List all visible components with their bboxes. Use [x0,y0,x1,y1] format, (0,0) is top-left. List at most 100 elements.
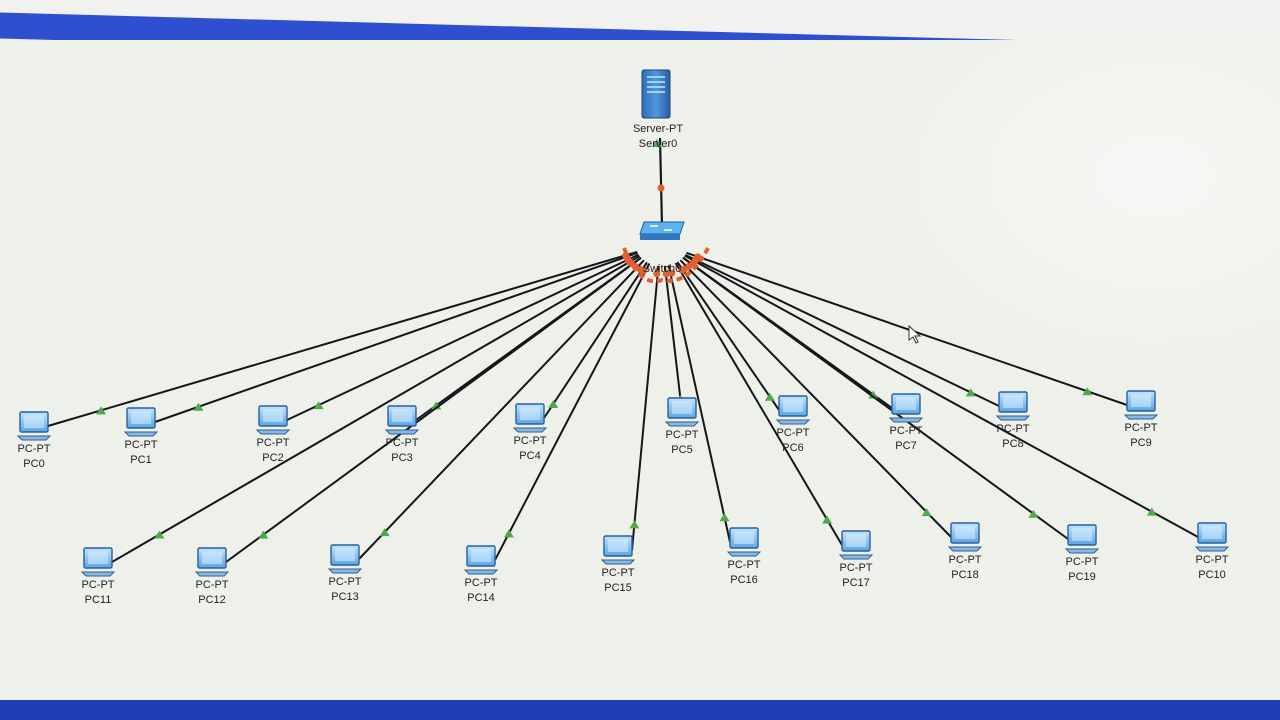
pc-base [194,571,230,577]
links-layer [47,137,1199,563]
link-pc16 [667,265,731,543]
link-status-dot [657,184,665,192]
server-device[interactable] [641,69,671,119]
link-pc1 [154,251,638,423]
pc-screen [202,551,222,564]
pc-device-pc18[interactable] [947,522,983,552]
pc-screen [896,397,916,410]
pc-name: PC3 [391,452,412,464]
pc-screen [520,407,540,420]
link-status-triangle [921,508,932,517]
link-status-dot [662,270,670,278]
link-status-dot [678,266,686,274]
server-name: Server0 [639,138,678,150]
link-status-triangle [764,392,775,401]
pc-device-pc19[interactable] [1064,524,1100,554]
pc-base [1194,546,1230,552]
pc-screen [24,415,44,428]
pc-base [384,429,420,435]
pc-type: PC-PT [666,429,699,441]
pc-name: PC11 [85,594,112,606]
pc-device-pc15[interactable] [600,535,636,565]
pc-device-pc2[interactable] [255,405,291,435]
link-pc11 [111,255,641,563]
server-drive-bay [647,76,665,78]
pc-type: PC-PT [997,423,1030,435]
pc-base [123,431,159,437]
pc-device-pc14[interactable] [463,545,499,575]
pc-name: PC2 [262,452,283,464]
pc-type: PC-PT [514,435,547,447]
pc-device-pc10[interactable] [1194,522,1230,552]
link-status-triangle [503,529,514,538]
pc-type: PC-PT [1125,422,1158,434]
link-pc13 [358,259,645,560]
pc-device-pc3[interactable] [384,405,420,435]
pc-screen [955,526,975,539]
pc-device-pc8[interactable] [995,391,1031,421]
pc-device-pc16[interactable] [726,527,762,557]
link-status-triangle [629,520,640,529]
link-status-triangle [652,139,662,147]
pc-device-pc4[interactable] [512,403,548,433]
link-pc8 [684,253,1000,407]
pc-base [1123,414,1159,420]
pc-type: PC-PT [890,425,923,437]
pc-type: PC-PT [949,554,982,566]
pc-device-pc13[interactable] [327,544,363,574]
pc-base [512,427,548,433]
pc-type: PC-PT [465,577,498,589]
pc-device-pc11[interactable] [80,547,116,577]
pc-base [995,415,1031,421]
pc-type: PC-PT [386,437,419,449]
pc-device-pc0[interactable] [16,411,52,441]
link-pc0 [47,250,638,427]
pc-screen [392,409,412,422]
pc-screen [1072,528,1092,541]
pc-device-pc1[interactable] [123,407,159,437]
pc-name: PC5 [671,444,692,456]
link-pc6 [676,261,780,411]
pc-base [255,429,291,435]
pc-device-pc12[interactable] [194,547,230,577]
pc-screen [672,401,692,414]
link-status-triangle [313,401,324,410]
pc-type: PC-PT [1066,556,1099,568]
pc-name: PC9 [1130,437,1151,449]
pc-name: PC18 [951,569,979,581]
pc-screen [1202,526,1222,539]
pc-base [80,571,116,577]
pc-type: PC-PT [196,579,229,591]
link-pc4 [543,261,648,419]
bottom-taskbar [0,700,1280,720]
pc-screen [131,411,151,424]
pc-base [775,419,811,425]
link-status-dot [668,269,676,277]
link-status-triangle [719,513,730,522]
logical-workspace[interactable] [0,40,1280,700]
pc-base [463,569,499,575]
pc-name: PC4 [519,450,540,462]
server-drive-bay [647,91,665,93]
pc-screen [783,399,803,412]
link-status-dot [691,257,699,265]
pc-device-pc17[interactable] [838,530,874,560]
link-pc5 [663,265,683,413]
pc-device-pc9[interactable] [1123,390,1159,420]
link-status-triangle [868,390,879,399]
pc-base [838,554,874,560]
link-status-triangle [965,388,976,397]
switch-device[interactable] [639,221,685,240]
server-drive-bay [647,81,665,83]
link-status-dot [653,270,661,278]
pc-device-pc7[interactable] [888,393,924,423]
pc-device-pc5[interactable] [664,397,700,427]
server-drive-bay [647,86,665,88]
pc-type: PC-PT [125,439,158,451]
pc-device-pc6[interactable] [775,395,811,425]
link-pc15 [631,265,660,551]
pc-screen [1003,395,1023,408]
pc-type: PC-PT [602,567,635,579]
link-pc17 [674,262,843,546]
